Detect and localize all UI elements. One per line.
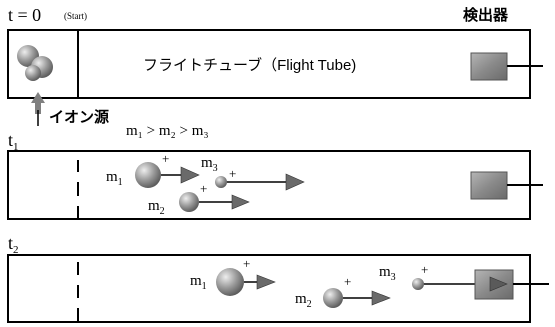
velocity-arrow-icon (231, 194, 250, 210)
detector-t1 (470, 171, 543, 200)
detector-t2 (474, 269, 549, 300)
ion-sphere (216, 268, 244, 296)
charge-sign: + (229, 166, 236, 181)
velocity-arrow-icon (285, 173, 305, 191)
ion-m3-t1: m3 + (201, 155, 305, 191)
ion-m2-t1: m2 + (148, 181, 250, 217)
panel-t1: t1 m₁ > m₂ > m₃ m1 + m3 + m2 + (7, 123, 543, 220)
flight-tube-label: フライトチューブ（Flight Tube) (143, 56, 356, 74)
detector-box (470, 52, 508, 81)
ion-sphere (135, 162, 161, 188)
time-label-t2: t2 (8, 233, 19, 256)
ion-m1-t2: m1 + (190, 256, 276, 296)
source-arrow-icon (31, 92, 45, 114)
ion-m2-t2: m2 + (295, 274, 391, 310)
charge-sign: + (344, 274, 351, 289)
ion-label: m1 (190, 273, 207, 292)
velocity-arrow-icon (489, 276, 508, 292)
panel-t2: t2 m1 + m2 + m3 + (7, 233, 549, 323)
ion-sphere (412, 278, 424, 290)
ion-m1-t1: m1 + (106, 151, 200, 188)
charge-sign: + (421, 262, 428, 277)
ion-sphere (25, 65, 41, 81)
detector-box (470, 171, 508, 200)
time-label-t0: t = 0 (8, 5, 41, 25)
flight-tube-t2 (7, 254, 531, 323)
velocity-arrow-icon (180, 166, 200, 184)
ion-sphere (215, 176, 227, 188)
ion-sphere (323, 288, 343, 308)
ion-label: m1 (106, 169, 123, 188)
start-note: (Start) (64, 11, 87, 21)
ion-label: m3 (379, 264, 396, 283)
time-label-t1: t1 (8, 130, 19, 153)
ion-source-label: イオン源 (49, 108, 109, 126)
flight-tube-t1 (7, 150, 531, 220)
detector-label: 検出器 (463, 6, 509, 24)
ion-cluster (17, 45, 53, 81)
detector-t0 (470, 52, 543, 81)
ion-label: m2 (295, 291, 312, 310)
mass-relation: m₁ > m₂ > m₃ (126, 123, 209, 139)
ion-label: m3 (201, 155, 218, 174)
velocity-arrow-icon (256, 274, 276, 290)
ion-m3-t2: m3 + (379, 262, 490, 290)
ion-sphere (179, 192, 199, 212)
velocity-arrow-icon (371, 290, 391, 306)
ion-label: m2 (148, 198, 165, 217)
charge-sign: + (200, 181, 207, 196)
charge-sign: + (162, 151, 169, 166)
charge-sign: + (243, 256, 250, 271)
flight-tube-t0 (7, 29, 531, 99)
panel-t0: t = 0 (Start) 検出器 フライトチューブ（Flight Tube) … (7, 5, 543, 126)
